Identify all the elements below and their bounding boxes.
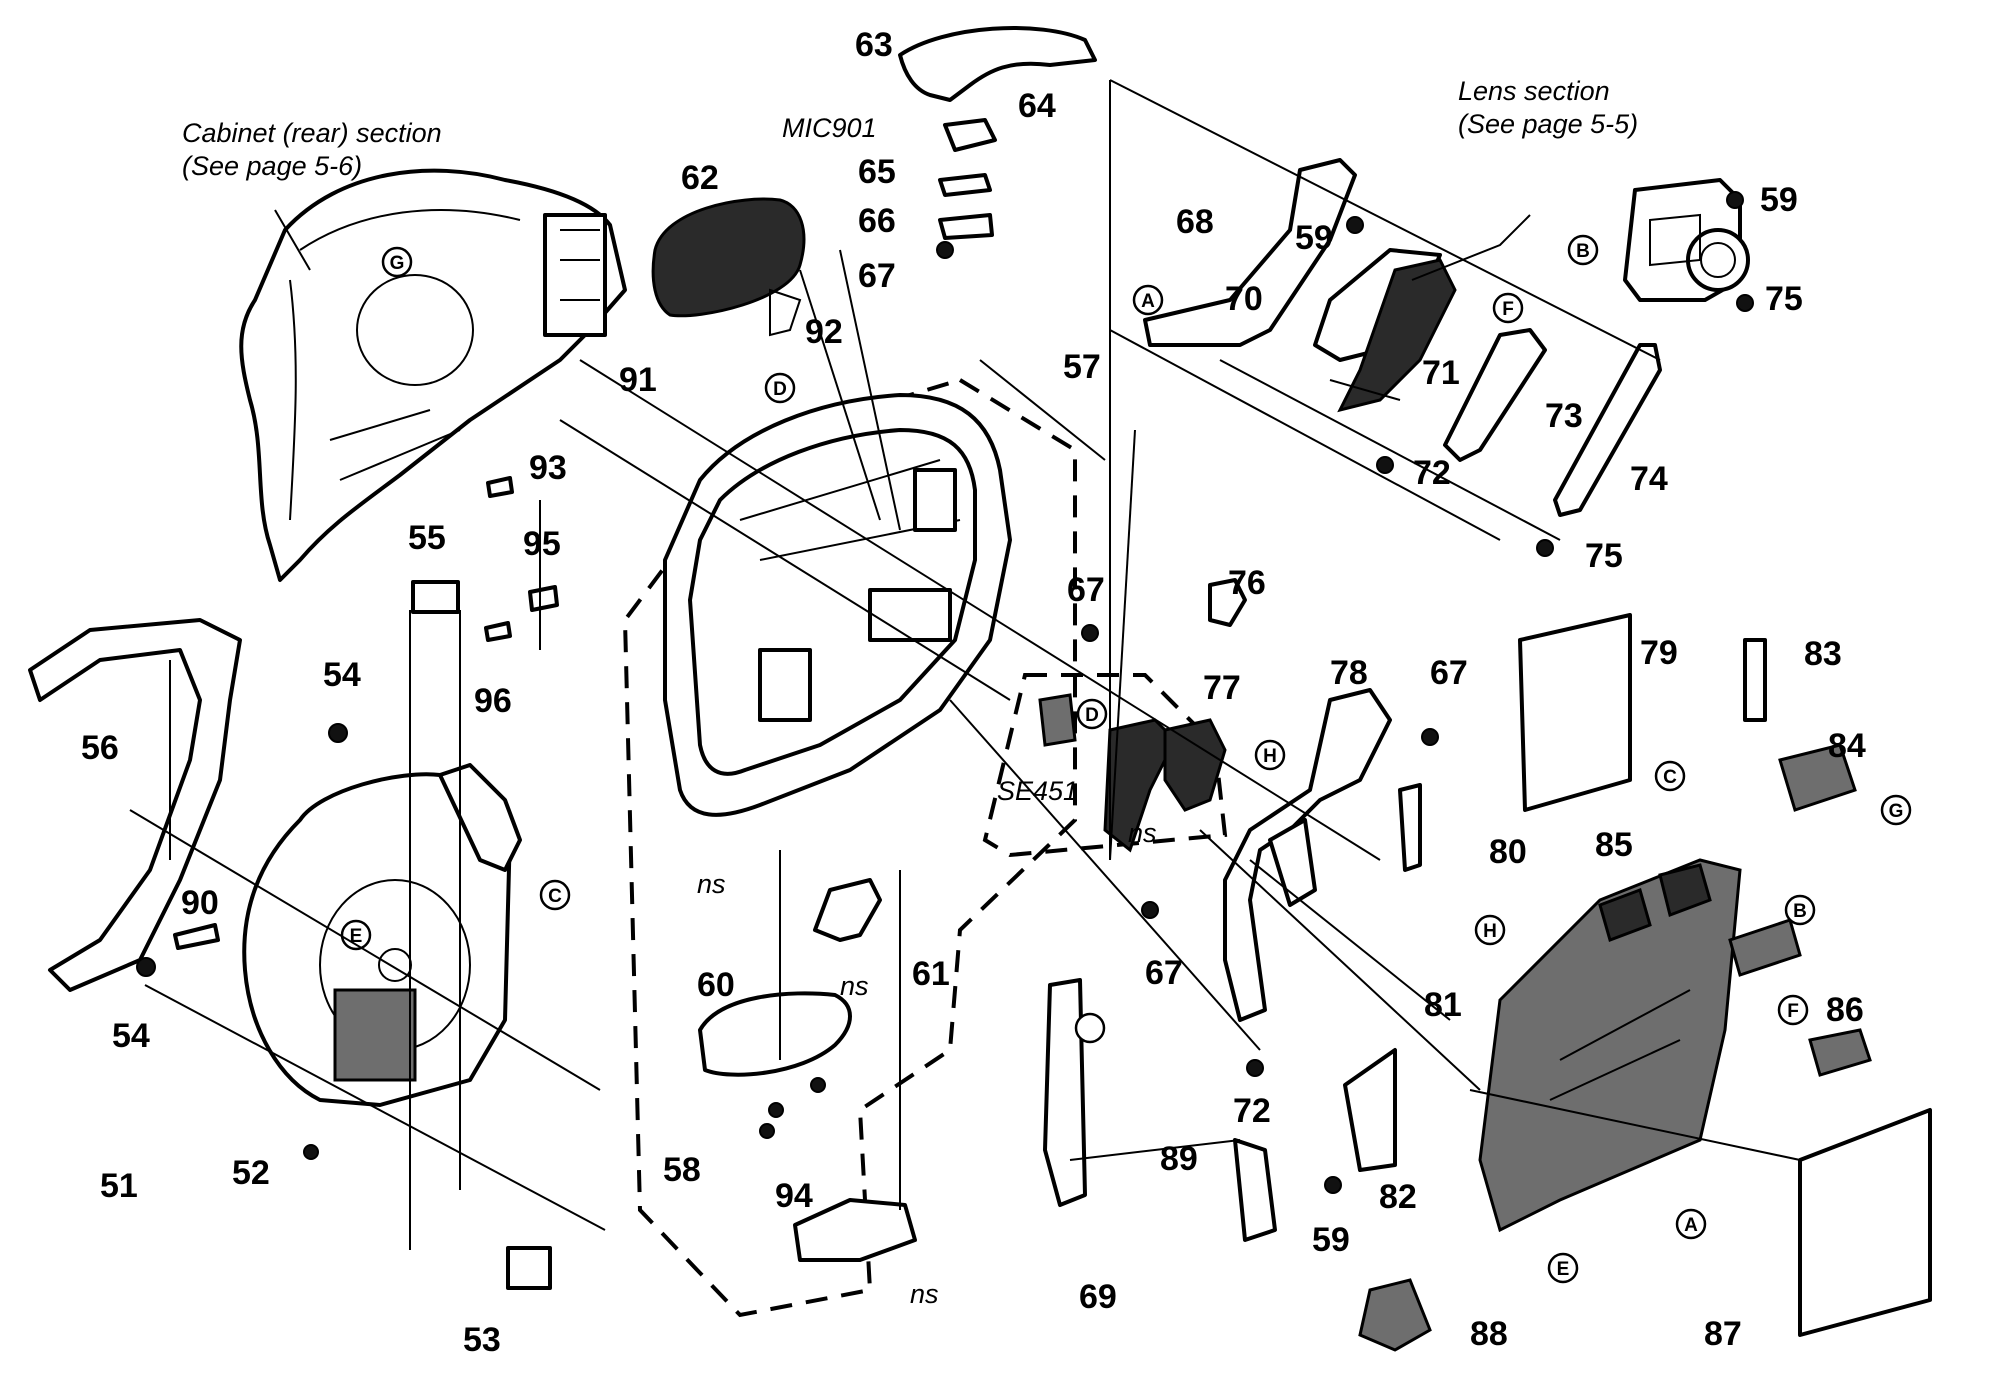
small-parts — [173, 476, 559, 1290]
part-num-56: 56 — [81, 729, 119, 767]
parts-64-66-mic-stack — [938, 118, 997, 240]
part-num-72-lower: 72 — [1233, 1092, 1271, 1130]
part-num-82: 82 — [1379, 1178, 1417, 1216]
part-num-66: 66 — [858, 202, 896, 240]
part-num-62: 62 — [681, 159, 719, 197]
part-num-79: 79 — [1640, 634, 1678, 672]
connector-D-sensor: D — [1085, 705, 1099, 726]
part-num-74: 74 — [1630, 460, 1668, 498]
connector-F-top: F — [1502, 299, 1514, 320]
lens-section-see-page: (See page 5-5) — [1458, 109, 1638, 139]
connector-B-top: B — [1576, 241, 1590, 262]
part-num-75-top: 75 — [1765, 280, 1803, 318]
part-num-67-lower: 67 — [1145, 954, 1183, 992]
part-num-65: 65 — [858, 153, 896, 191]
assembly-77-dashed-outline — [982, 673, 1228, 858]
ns-label-sensor: ns — [1128, 818, 1157, 848]
sheet-parts-79-87 — [1268, 613, 1932, 1337]
part-num-92: 92 — [805, 313, 843, 351]
leader-lines — [129, 79, 1801, 1250]
part-num-57: 57 — [1063, 348, 1101, 386]
connector-A-top: A — [1141, 291, 1155, 312]
part-num-80: 80 — [1489, 833, 1527, 871]
part-num-89: 89 — [1160, 1140, 1198, 1178]
part-num-91: 91 — [619, 361, 657, 399]
connector-G-top: G — [390, 253, 405, 274]
part-num-59-lower: 59 — [1312, 1221, 1350, 1259]
part-num-70: 70 — [1225, 280, 1263, 318]
part-num-75-lower: 75 — [1585, 537, 1623, 575]
lens-section-module — [1567, 178, 1750, 302]
part-51-housing — [242, 763, 522, 1107]
part-num-84: 84 — [1828, 727, 1866, 765]
parts-83-84-86 — [1728, 638, 1912, 1077]
connector-D-mid: D — [773, 379, 787, 400]
part-num-51: 51 — [100, 1167, 138, 1205]
part-num-85: 85 — [1595, 826, 1633, 864]
part-num-54-top: 54 — [323, 656, 361, 694]
part-num-67-mid: 67 — [1067, 571, 1105, 609]
part-num-67-right: 67 — [1430, 654, 1468, 692]
connector-E-left: E — [350, 926, 363, 947]
part-num-68: 68 — [1176, 203, 1214, 241]
part-num-78: 78 — [1330, 654, 1368, 692]
cabinet-rear-see-page: (See page 5-6) — [182, 151, 362, 181]
part-num-76: 76 — [1228, 564, 1266, 602]
lens-section-label: Lens section — [1458, 76, 1610, 106]
part-num-87: 87 — [1704, 1315, 1742, 1353]
connector-H-mid: H — [1263, 746, 1277, 767]
screws — [136, 191, 1754, 1194]
part-num-59-top: 59 — [1760, 181, 1798, 219]
part-num-73: 73 — [1545, 397, 1583, 435]
part-num-95: 95 — [523, 525, 561, 563]
connector-B-right: B — [1793, 901, 1807, 922]
part-num-55: 55 — [408, 519, 446, 557]
parts-76-78 — [1038, 578, 1392, 1022]
part-num-54-bottom: 54 — [112, 1017, 150, 1055]
part-num-81: 81 — [1424, 986, 1462, 1024]
part-63-top-cover — [898, 26, 1097, 102]
part-num-94: 94 — [775, 1177, 813, 1215]
connector-F-right: F — [1787, 1001, 1799, 1022]
parts-68-74-assembly — [1132, 158, 1662, 517]
connector-C-right: C — [1663, 767, 1677, 788]
part-num-83: 83 — [1804, 635, 1842, 673]
connector-C-left: C — [548, 886, 562, 907]
connector-H-right: H — [1483, 921, 1497, 942]
cabinet-rear-section — [239, 168, 627, 582]
part-num-67-top: 67 — [858, 257, 896, 295]
part-num-86: 86 — [1826, 991, 1864, 1029]
part-num-71: 71 — [1422, 354, 1460, 392]
ns-label-base: ns — [910, 1279, 939, 1309]
part-num-52: 52 — [232, 1154, 270, 1192]
part-num-61: 61 — [912, 955, 950, 993]
ns-label-frame: ns — [697, 869, 726, 899]
part-num-93: 93 — [529, 449, 567, 487]
part-num-63: 63 — [855, 26, 893, 64]
part-num-77: 77 — [1203, 669, 1241, 707]
part-num-90: 90 — [181, 884, 219, 922]
part-num-72-top: 72 — [1413, 454, 1451, 492]
connector-A-right: A — [1684, 1215, 1698, 1236]
part-num-60: 60 — [697, 966, 735, 1004]
part-57-frame — [663, 393, 1012, 817]
cabinet-rear-section-label: Cabinet (rear) section — [182, 118, 442, 148]
parts-60-61-69-88-89 — [698, 878, 1432, 1352]
part-num-64: 64 — [1018, 87, 1056, 125]
part-num-58: 58 — [663, 1151, 701, 1189]
connector-G-right: G — [1889, 801, 1904, 822]
part-num-96: 96 — [474, 682, 512, 720]
connector-E-right: E — [1557, 1259, 1570, 1280]
part-num-88: 88 — [1470, 1315, 1508, 1353]
se451-label: SE451 — [997, 776, 1078, 806]
part-num-69: 69 — [1079, 1278, 1117, 1316]
part-num-53: 53 — [463, 1321, 501, 1359]
ns-label-clip: ns — [840, 971, 869, 1001]
part-85-main-board — [1474, 760, 1742, 1284]
part-56-bracket — [28, 618, 242, 992]
part-num-59-mid: 59 — [1295, 219, 1333, 257]
part-62-mic-cover — [651, 197, 806, 337]
mic901-label: MIC901 — [782, 113, 877, 143]
